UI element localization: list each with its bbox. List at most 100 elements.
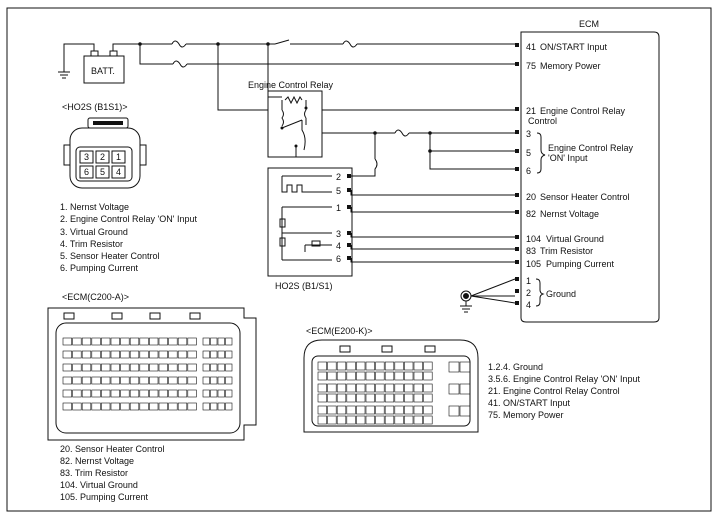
c200-pin-cell <box>91 363 101 372</box>
e200-pin-cell <box>404 405 414 415</box>
c200-pin-cell <box>168 389 178 398</box>
svg-text:Nernst Voltage: Nernst Voltage <box>540 209 599 219</box>
svg-text:20: 20 <box>526 192 536 202</box>
c200-pin-cell <box>139 376 149 385</box>
e200-pin-cell <box>356 415 366 425</box>
c200-pin-cell <box>149 350 159 359</box>
wire-batt-to-41 <box>112 43 515 51</box>
e200-pin-cell <box>336 405 347 415</box>
c200-pin-cell <box>217 350 225 359</box>
relay-on-label-2: 'ON' Input <box>548 153 588 163</box>
c200-pin-cell <box>62 337 72 346</box>
ho2s-cell-2: 2 <box>100 152 105 162</box>
c200-pin-cell <box>129 376 140 385</box>
e200-pin-cell <box>327 405 337 415</box>
e200-pin-cell <box>375 383 385 393</box>
svg-text:Trim Resistor: Trim Resistor <box>540 246 593 256</box>
e200-pin-cell <box>365 361 375 371</box>
svg-text:2: 2 <box>336 172 341 182</box>
svg-text:83: 83 <box>526 246 536 256</box>
e200-pin-cell <box>448 405 460 417</box>
wire-ho2s-6-to-105 <box>350 258 515 263</box>
c200-pin-cell <box>225 376 233 385</box>
c200-pin-cell <box>158 389 168 398</box>
c200-pin-cell <box>158 402 168 411</box>
e200-pin-cell <box>336 415 347 425</box>
c200-pin-cell <box>202 402 210 411</box>
c200-pin-cell <box>110 389 120 398</box>
e200-pin-cell <box>365 415 375 425</box>
ecm-e200-title: <ECM(E200-K)> <box>306 326 373 336</box>
ho2s-legend: 1. Nernst Voltage 2. Engine Control Rela… <box>60 202 198 273</box>
c200-pin-cell <box>177 363 188 372</box>
c200-pin-cell <box>187 350 197 359</box>
e200-pin-cell <box>365 393 375 403</box>
c200-pin-cell <box>168 363 178 372</box>
wire-ho2s-1-to-82 <box>350 207 515 213</box>
c200-pin-cell <box>187 363 197 372</box>
c200-pin-cell <box>129 350 140 359</box>
c200-pin-cell <box>210 363 218 372</box>
e200-pin-cell <box>375 415 385 425</box>
svg-text:21: 21 <box>526 106 536 116</box>
c200-pin-cell <box>158 376 168 385</box>
e200-pin-cell <box>404 383 414 393</box>
e200-pin-cell <box>459 361 471 373</box>
e200-pin-cell <box>394 383 404 393</box>
e200-pin-cell <box>346 415 356 425</box>
e200-pin-cell <box>346 393 356 403</box>
c200-pin-cell <box>129 402 140 411</box>
e200-pin-cell <box>423 371 433 381</box>
e200-pin-cell <box>346 405 356 415</box>
fuse-3 <box>172 60 188 68</box>
c200-pin-cell <box>225 402 233 411</box>
c200-pin-cell <box>62 389 72 398</box>
e200-pin-cell <box>317 405 327 415</box>
ho2s-pin-numbers: 2 5 1 3 4 6 <box>336 172 341 264</box>
svg-text:83. Trim Resistor: 83. Trim Resistor <box>60 468 128 478</box>
svg-text:5. Sensor Heater Control: 5. Sensor Heater Control <box>60 251 160 261</box>
fuse-4 <box>394 129 410 137</box>
c200-pin-cell <box>139 363 149 372</box>
c200-pin-cell <box>177 350 188 359</box>
wire-relay-to-ho2s <box>351 158 378 177</box>
c200-pin-cell <box>62 363 72 372</box>
svg-text:Engine Control Relay: Engine Control Relay <box>540 106 626 116</box>
svg-text:104: 104 <box>526 234 541 244</box>
e200-pin-cell <box>384 405 395 415</box>
e200-pin-cell <box>346 361 356 371</box>
svg-text:82: 82 <box>526 209 536 219</box>
e200-pin-cell <box>336 361 347 371</box>
svg-text:Sensor Heater Control: Sensor Heater Control <box>540 192 630 202</box>
c200-pin-cell <box>225 337 233 346</box>
e200-pin-cell <box>317 415 327 425</box>
c200-pin-cell <box>149 363 159 372</box>
battery-label: BATT. <box>91 66 115 76</box>
c200-pin-cell <box>139 389 149 398</box>
wire-relay-on-5-6 <box>429 133 515 170</box>
ho2s-connector-title: <HO2S (B1S1)> <box>62 102 128 112</box>
c200-pin-cell <box>225 350 233 359</box>
e200-pin-cell <box>356 371 366 381</box>
e200-pin-cell <box>365 371 375 381</box>
c200-pin-cell <box>81 350 92 359</box>
c200-pin-cell <box>225 389 233 398</box>
e200-pin-cell <box>404 415 414 425</box>
c200-pin-cell <box>101 389 111 398</box>
ho2s-terminals <box>347 174 351 260</box>
c200-pin-cell <box>120 389 130 398</box>
e200-pin-cell <box>413 361 423 371</box>
c200-pin-cell <box>110 350 120 359</box>
svg-text:Pumping Current: Pumping Current <box>546 259 615 269</box>
c200-pin-cell <box>72 337 82 346</box>
ecm-e200-face <box>303 339 479 433</box>
svg-text:5: 5 <box>336 186 341 196</box>
e200-pin-cell <box>365 405 375 415</box>
c200-pin-cell <box>168 402 178 411</box>
c200-pin-cell <box>210 376 218 385</box>
e200-pin-cell <box>423 383 433 393</box>
ground-label: Ground <box>546 289 576 299</box>
e200-pin-cell <box>423 405 433 415</box>
wire-ho2s-3-to-104 <box>350 233 515 238</box>
